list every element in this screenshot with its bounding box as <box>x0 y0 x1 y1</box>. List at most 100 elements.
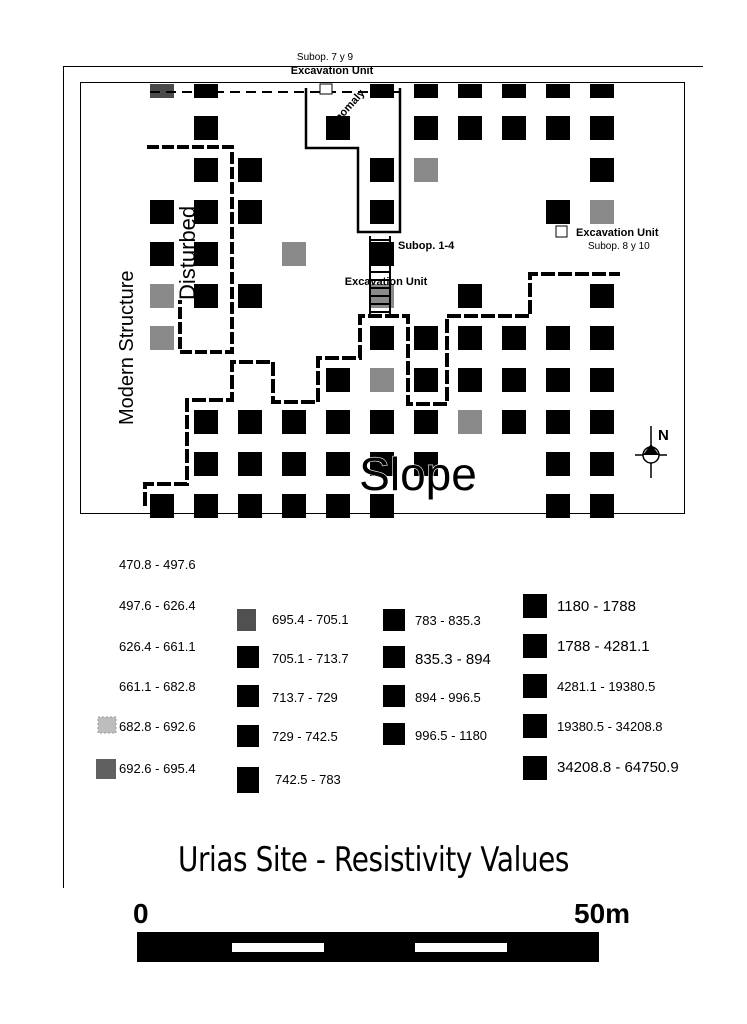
slope-boundary <box>143 272 620 506</box>
disturbed-label: Disturbed <box>175 206 200 300</box>
grid-cell <box>590 158 614 182</box>
legend-label-col4-5: 34208.8 - 64750.9 <box>557 759 679 776</box>
grid-cell <box>326 410 350 434</box>
boundary-lines <box>143 88 620 506</box>
grid-cell <box>194 410 218 434</box>
legend: 470.8 - 497.6 497.6 - 626.4 626.4 - 661.… <box>96 557 679 793</box>
grid-cell <box>150 494 174 518</box>
grid-cell <box>194 116 218 140</box>
grid-cell <box>194 284 218 308</box>
subop-center-label: Subop. 1-4 <box>398 240 455 252</box>
scale-bar: 0 50m <box>133 898 630 962</box>
legend-label-col2-5: 742.5 - 783 <box>275 772 341 787</box>
excavation-trench <box>369 236 391 316</box>
grid-cell <box>194 242 218 266</box>
grid-cell <box>150 200 174 224</box>
modern-structure-label: Modern Structure <box>116 270 138 425</box>
legend-label-col1-6: 692.6 - 695.4 <box>119 761 196 776</box>
legend-swatch-col3-1 <box>383 609 405 631</box>
legend-swatch-col4-1 <box>523 594 547 618</box>
excavation-unit-top-label: Excavation Unit <box>291 65 374 77</box>
legend-label-col2-1: 695.4 - 705.1 <box>272 612 349 627</box>
grid-cell <box>414 326 438 350</box>
grid-cell <box>282 494 306 518</box>
grid-cell <box>194 200 218 224</box>
anomaly-boundary <box>304 88 402 234</box>
grid-cell <box>414 368 438 392</box>
legend-label-col4-1: 1180 - 1788 <box>557 598 636 615</box>
subop-top-label: Subop. 7 y 9 <box>297 52 354 63</box>
grid-cell <box>326 368 350 392</box>
grid-cell <box>414 84 438 98</box>
grid-cell <box>590 116 614 140</box>
legend-label-col4-3: 4281.1 - 19380.5 <box>557 679 655 694</box>
legend-label-col4-2: 1788 - 4281.1 <box>557 638 650 655</box>
grid-cell <box>238 158 262 182</box>
grid-cell <box>590 200 614 224</box>
grid-cell <box>194 158 218 182</box>
legend-label-col1-4: 661.1 - 682.8 <box>119 679 196 694</box>
grid-cell <box>326 494 350 518</box>
grid-cell <box>194 494 218 518</box>
grid-cell <box>590 494 614 518</box>
legend-swatch-col3-4 <box>383 723 405 745</box>
legend-swatch-col3-2 <box>383 646 405 668</box>
grid-cell <box>282 242 306 266</box>
grid-cell <box>150 326 174 350</box>
legend-swatch-col2-3 <box>237 685 259 707</box>
resistivity-grid <box>150 84 614 518</box>
legend-label-col2-3: 713.7 - 729 <box>272 690 338 705</box>
grid-cell <box>370 410 394 434</box>
grid-cell <box>502 84 526 98</box>
map-title: Urias Site - Resistivity Values <box>177 840 570 880</box>
slope-label: Slope <box>359 448 477 500</box>
grid-cell <box>502 410 526 434</box>
grid-cell <box>238 452 262 476</box>
grid-cell <box>458 326 482 350</box>
excavation-unit-right-label: Excavation Unit <box>576 227 659 239</box>
legend-swatch-col2-1 <box>237 609 256 631</box>
scale-bar-segment-2 <box>415 943 507 952</box>
grid-cell <box>458 410 482 434</box>
outer-border-top <box>63 66 703 67</box>
legend-label-col3-4: 996.5 - 1180 <box>415 728 487 743</box>
grid-cell <box>238 410 262 434</box>
grid-cell <box>370 200 394 224</box>
scale-end-label: 50m <box>574 898 630 929</box>
grid-cell <box>414 452 438 476</box>
grid-cell <box>238 200 262 224</box>
grid-cell <box>590 368 614 392</box>
excavation-unit-box-right <box>555 225 568 238</box>
grid-cell <box>546 84 570 98</box>
excavation-trench-rungs <box>370 239 390 313</box>
grid-cell <box>546 452 570 476</box>
grid-cell <box>546 494 570 518</box>
legend-swatch-col1-5 <box>97 716 117 734</box>
grid-cell <box>238 284 262 308</box>
legend-swatch-col4-5 <box>523 756 547 780</box>
grid-cell <box>326 116 350 140</box>
disturbed-boundary <box>147 145 234 354</box>
legend-label-col3-3: 894 - 996.5 <box>415 690 481 705</box>
grid-cell <box>458 84 482 98</box>
grid-cell <box>502 326 526 350</box>
grid-cell <box>502 116 526 140</box>
grid-cell <box>282 410 306 434</box>
legend-swatch-col1-6 <box>96 759 116 779</box>
grid-cell <box>282 452 306 476</box>
grid-cell <box>370 158 394 182</box>
legend-label-col2-4: 729 - 742.5 <box>272 729 338 744</box>
legend-label-col1-2: 497.6 - 626.4 <box>119 598 196 613</box>
outer-border-left <box>63 66 64 888</box>
grid-cell <box>370 368 394 392</box>
north-arrow-icon: N <box>635 426 669 478</box>
grid-cell <box>414 410 438 434</box>
grid-cell <box>370 452 394 476</box>
grid-cell <box>150 284 174 308</box>
scale-start-label: 0 <box>133 898 149 929</box>
legend-label-col1-1: 470.8 - 497.6 <box>119 557 196 572</box>
grid-cell <box>502 368 526 392</box>
grid-cell <box>326 452 350 476</box>
grid-cell <box>370 494 394 518</box>
